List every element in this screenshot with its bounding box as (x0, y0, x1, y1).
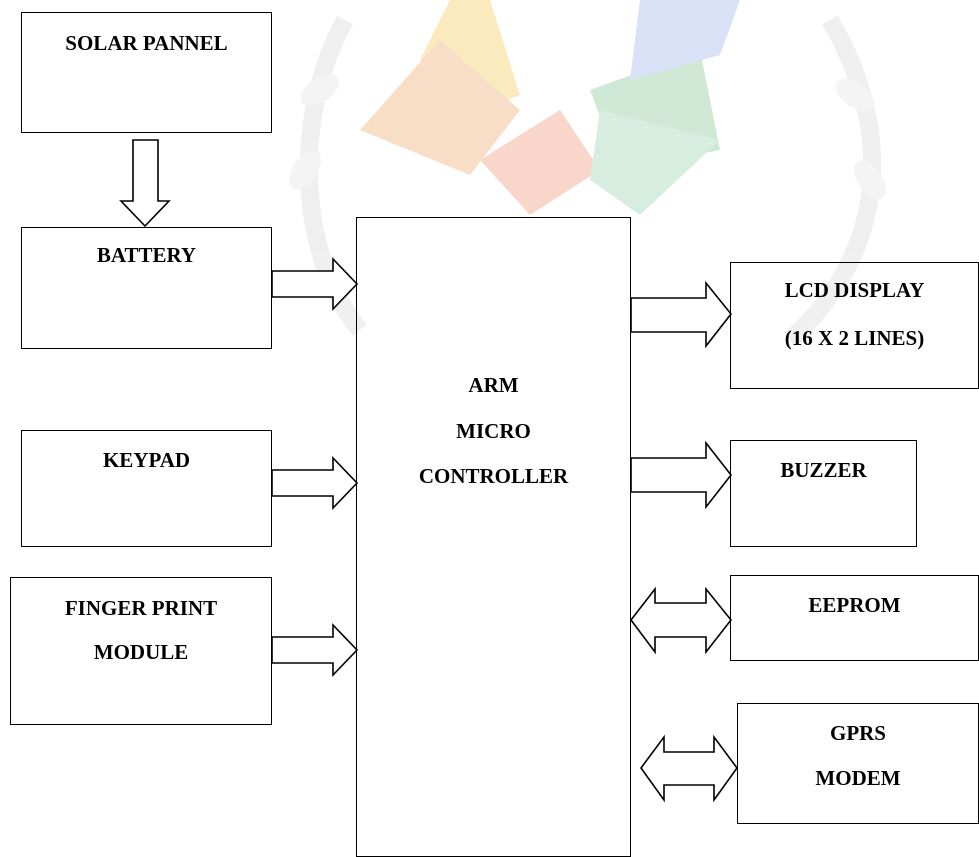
arrow-arm-gprs-bidirectional (640, 734, 738, 803)
battery-block: BATTERY (21, 227, 272, 349)
gprs-label-line1: GPRS (829, 721, 886, 745)
arrow-battery-to-arm (271, 257, 359, 311)
watermark-petal-blue (630, 0, 740, 80)
block-diagram: SOLAR PANNEL BATTERY KEYPAD FINGER PRINT… (10, 0, 979, 857)
gprs-label-line2: MODEM (815, 766, 901, 790)
arrow-arm-eeprom-bidirectional (629, 586, 733, 655)
fingerprint-module-block: FINGER PRINT MODULE (10, 577, 272, 725)
watermark-petal-teal (590, 110, 720, 215)
keypad-block: KEYPAD (21, 430, 272, 547)
eeprom-block: EEPROM (730, 575, 979, 661)
watermark-leaf (289, 150, 321, 190)
buzzer-block: BUZZER (730, 440, 917, 547)
arrow-solar-to-battery (119, 139, 171, 228)
arrow-arm-to-buzzer (630, 440, 733, 510)
arm-microcontroller-block: ARM MICRO CONTROLLER (356, 217, 631, 857)
eeprom-label: EEPROM (808, 593, 901, 617)
lcd-label-line1: LCD DISPLAY (784, 278, 925, 302)
arrow-keypad-to-arm (271, 456, 359, 510)
watermark-leaf (835, 79, 875, 111)
watermark-petal-pink (480, 110, 600, 215)
arrow-arm-to-lcd (630, 280, 733, 349)
watermark-petal-orange (360, 40, 520, 175)
fingerprint-label-line1: FINGER PRINT (64, 596, 218, 620)
lcd-display-block: LCD DISPLAY (16 X 2 LINES) (730, 262, 979, 389)
gprs-modem-block: GPRS MODEM (737, 703, 979, 824)
keypad-label: KEYPAD (102, 448, 191, 472)
connector-arrows (119, 139, 738, 803)
lcd-label-line2: (16 X 2 LINES) (784, 326, 925, 350)
buzzer-label: BUZZER (780, 458, 867, 482)
battery-label: BATTERY (96, 243, 197, 267)
arrow-fingerprint-to-arm (271, 623, 359, 677)
solar-panel-block: SOLAR PANNEL (21, 12, 272, 133)
arm-label-line2: MICRO (456, 419, 531, 443)
watermark-leaf (854, 160, 886, 200)
solar-panel-label: SOLAR PANNEL (65, 31, 228, 55)
watermark-logo (289, 0, 886, 347)
arm-label-line1: ARM (468, 373, 519, 397)
watermark-leaf (300, 74, 340, 106)
arm-label-line3: CONTROLLER (418, 464, 569, 488)
fingerprint-label-line2: MODULE (93, 640, 189, 664)
